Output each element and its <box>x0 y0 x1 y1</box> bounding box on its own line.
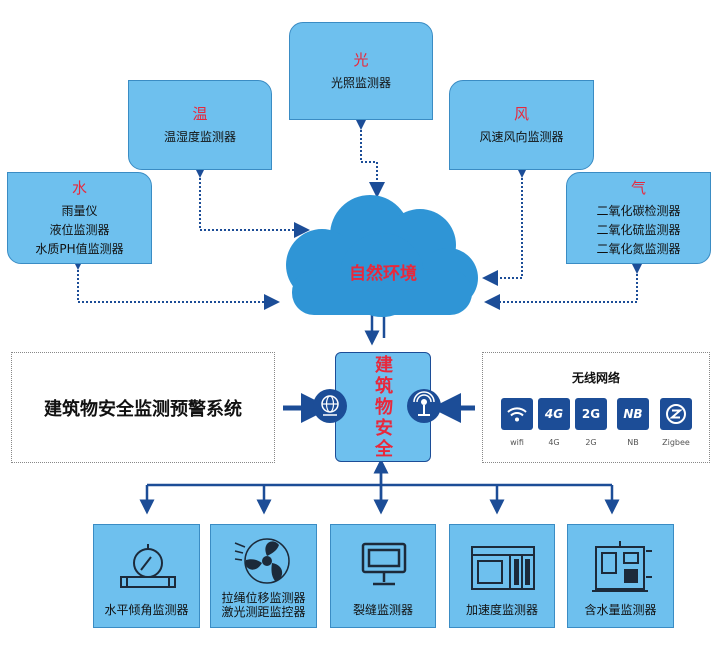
link-light <box>353 114 385 198</box>
wind-card: 风 风速风向监测器 <box>449 80 594 170</box>
wind-title: 风 <box>513 105 529 123</box>
light-card: 光 光照监测器 <box>289 22 433 120</box>
fan-displacement-icon <box>234 538 290 584</box>
center-char-4: 安 <box>375 418 393 439</box>
monitor-icon <box>361 542 407 586</box>
nb-label: NB <box>627 438 639 447</box>
link-gas <box>484 258 645 310</box>
nb-icon: NB <box>617 398 649 430</box>
2g-icon: 2G <box>575 398 607 430</box>
antenna-icon <box>407 389 441 423</box>
link-wind <box>482 162 530 286</box>
4g-icon: 4G <box>538 398 570 430</box>
water-title: 水 <box>71 179 87 197</box>
water-card: 水 雨量仪 液位监测器 水质PH值监测器 <box>7 172 152 264</box>
sensor-label-acceleration: 加速度监测器 <box>465 603 538 617</box>
light-title: 光 <box>353 51 369 69</box>
sensor-label-displacement: 拉绳位移监测器 激光测距监控器 <box>211 591 316 619</box>
sensor-card-tilt: 水平倾角监测器 <box>93 524 200 628</box>
water-item-level: 液位监测器 <box>49 223 110 237</box>
center-char-5: 全 <box>375 439 393 460</box>
acceleration-device-icon <box>471 546 535 590</box>
sensor-label-tilt: 水平倾角监测器 <box>104 603 189 617</box>
wind-item: 风速风向监测器 <box>479 130 564 144</box>
cloud-label: 自然环境 <box>349 264 417 284</box>
gas-item-co2: 二氧化碳检测器 <box>596 204 681 218</box>
center-char-1: 建 <box>375 355 393 376</box>
wifi-icon <box>501 398 533 430</box>
center-label: 建 筑 物 安 全 <box>370 355 398 460</box>
center-card: 建 筑 物 安 全 <box>313 352 441 462</box>
center-char-3: 物 <box>375 397 393 418</box>
water-item-rain: 雨量仪 <box>61 204 98 218</box>
gas-title: 气 <box>630 179 646 197</box>
sensor-card-acceleration: 加速度监测器 <box>449 524 555 628</box>
system-label: 建筑物安全监测预警系统 <box>44 398 242 420</box>
cloud-shape <box>286 195 478 317</box>
sensor-label-displacement-2: 激光测距监控器 <box>221 605 306 619</box>
center-char-2: 筑 <box>375 376 393 397</box>
globe-icon <box>313 389 347 423</box>
water-item-ph: 水质PH值监测器 <box>35 242 124 256</box>
link-water <box>70 254 280 310</box>
temp-item: 温湿度监测器 <box>163 130 236 144</box>
temp-card: 温 温湿度监测器 <box>128 80 272 170</box>
sensor-label-displacement-1: 拉绳位移监测器 <box>221 591 306 605</box>
network-title: 无线网络 <box>571 371 620 385</box>
zigbee-label: Zigbee <box>662 438 690 447</box>
system-panel: 建筑物安全监测预警系统 <box>11 352 275 463</box>
tilt-sensor-icon <box>120 544 176 588</box>
4g-label: 4G <box>548 438 560 447</box>
sensor-label-moisture: 含水量监测器 <box>584 603 657 617</box>
sensor-card-crack: 裂缝监测器 <box>330 524 436 628</box>
temp-title: 温 <box>192 105 208 123</box>
sensor-card-moisture: 含水量监测器 <box>567 524 674 628</box>
sensor-label-crack: 裂缝监测器 <box>352 603 413 617</box>
sensor-card-displacement: 拉绳位移监测器 激光测距监控器 <box>210 524 317 628</box>
link-temp <box>192 162 310 238</box>
network-panel: 无线网络 4G 2G NB wifi 4G 2G NB Zigbee <box>482 352 710 463</box>
gas-item-no2: 二氧化氮监测器 <box>596 242 681 256</box>
moisture-device-icon <box>592 541 652 592</box>
wifi-label: wifi <box>510 438 524 447</box>
gas-card: 气 二氧化碳检测器 二氧化硫监测器 二氧化氮监测器 <box>566 172 711 264</box>
2g-label: 2G <box>585 438 597 447</box>
light-item: 光照监测器 <box>330 76 391 90</box>
zigbee-icon <box>660 398 692 430</box>
gas-item-so2: 二氧化硫监测器 <box>596 223 681 237</box>
